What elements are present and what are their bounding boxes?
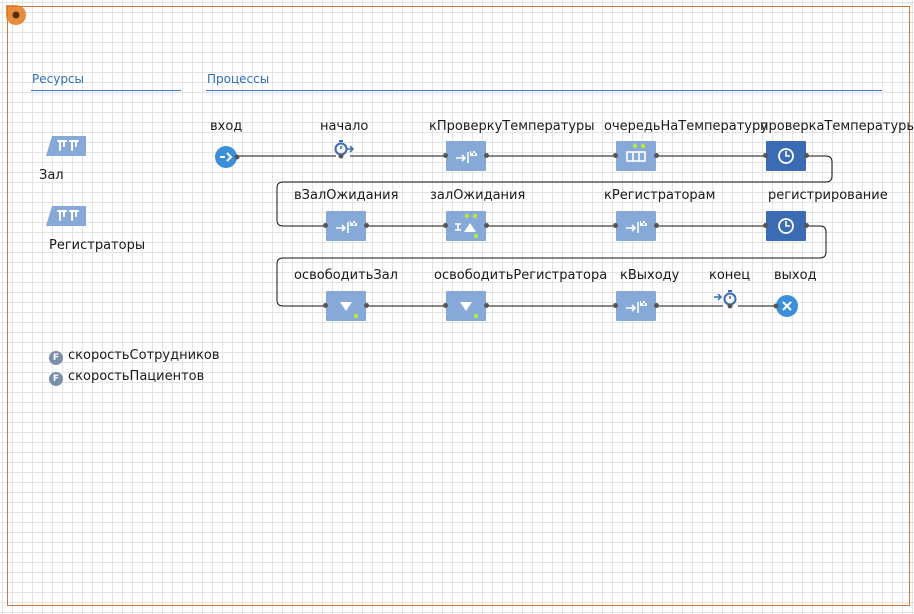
section-divider-resources [31, 90, 181, 91]
release-icon [460, 302, 479, 319]
port-in[interactable] [613, 223, 618, 228]
port-in[interactable] [443, 223, 448, 228]
port-out[interactable] [364, 303, 369, 308]
sink-icon[interactable] [773, 294, 799, 318]
time-measure-start-icon[interactable] [332, 139, 356, 161]
port-out[interactable] [364, 223, 369, 228]
queue-icon [626, 143, 646, 162]
block-label-nachalo: начало [320, 119, 369, 134]
section-title-processes: Процессы [207, 72, 270, 86]
port-in[interactable] [443, 153, 448, 158]
block-label-vyhod: выход [774, 268, 817, 283]
port-out[interactable] [654, 303, 659, 308]
block-registr[interactable] [763, 211, 809, 241]
seize-icon [455, 213, 479, 239]
block-osvreg[interactable] [443, 291, 489, 321]
block-label-osvzal: освободитьЗал [294, 268, 398, 283]
link-proverka-vzal [276, 155, 833, 227]
block-label-proverka: проверкаТемпературы [760, 119, 914, 134]
block-label-kproverku: кПроверкуТемпературы [429, 119, 595, 134]
port-out[interactable] [484, 303, 489, 308]
port-out[interactable] [804, 223, 809, 228]
block-label-kvyhodu: кВыходу [620, 268, 680, 283]
section-title-resources: Ресурсы [32, 72, 85, 86]
block-zal[interactable] [443, 211, 489, 241]
port-out[interactable] [654, 153, 659, 158]
resource-label-registratory: Регистраторы [49, 238, 146, 253]
canvas-frame [7, 6, 910, 606]
move-to-icon [336, 221, 357, 233]
block-ochered[interactable] [613, 141, 659, 171]
section-divider-processes [206, 90, 882, 91]
block-label-zal: залОжидания [430, 188, 526, 203]
function-icon: F [49, 351, 63, 365]
move-to-icon [626, 221, 647, 233]
port-in[interactable] [763, 153, 768, 158]
port-in[interactable] [613, 153, 618, 158]
block-label-vhod: вход [210, 119, 243, 134]
port-out[interactable] [484, 223, 489, 228]
block-osvzal[interactable] [323, 291, 369, 321]
port-out[interactable] [804, 153, 809, 158]
block-label-osvreg: освободитьРегистратора [434, 268, 608, 283]
port-in[interactable] [323, 303, 328, 308]
parameter-label: скоростьСотрудников [68, 348, 220, 363]
time-measure-end-icon[interactable] [712, 289, 740, 311]
port-in[interactable] [443, 303, 448, 308]
agent-origin-icon [6, 5, 26, 25]
block-vzal[interactable] [323, 211, 369, 241]
block-label-registr: регистрирование [768, 188, 888, 203]
move-to-icon [456, 151, 477, 163]
delay-clock-icon [778, 148, 794, 164]
release-icon [340, 302, 359, 319]
block-label-ochered: очередьНаТемпературу [604, 119, 768, 134]
block-kproverku[interactable] [443, 141, 489, 171]
move-to-icon [626, 301, 647, 313]
port-in[interactable] [613, 303, 618, 308]
resource-pool-icon[interactable] [46, 206, 86, 226]
function-icon: F [49, 372, 63, 386]
source-icon[interactable] [214, 145, 240, 169]
port-out[interactable] [654, 223, 659, 228]
port-out[interactable] [484, 153, 489, 158]
block-kreg[interactable] [613, 211, 659, 241]
port-in[interactable] [323, 223, 328, 228]
block-label-vzal: вЗалОжидания [294, 188, 399, 203]
link-registr-osvzal [276, 225, 827, 307]
delay-clock-icon [778, 218, 794, 234]
resource-label-zal: Зал [39, 168, 64, 183]
block-kvyhodu[interactable] [613, 291, 659, 321]
block-label-konec: конец [709, 268, 751, 283]
resource-pool-icon[interactable] [46, 136, 86, 156]
block-label-kreg: кРегистраторам [604, 188, 716, 203]
parameter-label: скоростьПациентов [68, 369, 205, 384]
block-proverka[interactable] [763, 141, 809, 171]
port-in[interactable] [763, 223, 768, 228]
